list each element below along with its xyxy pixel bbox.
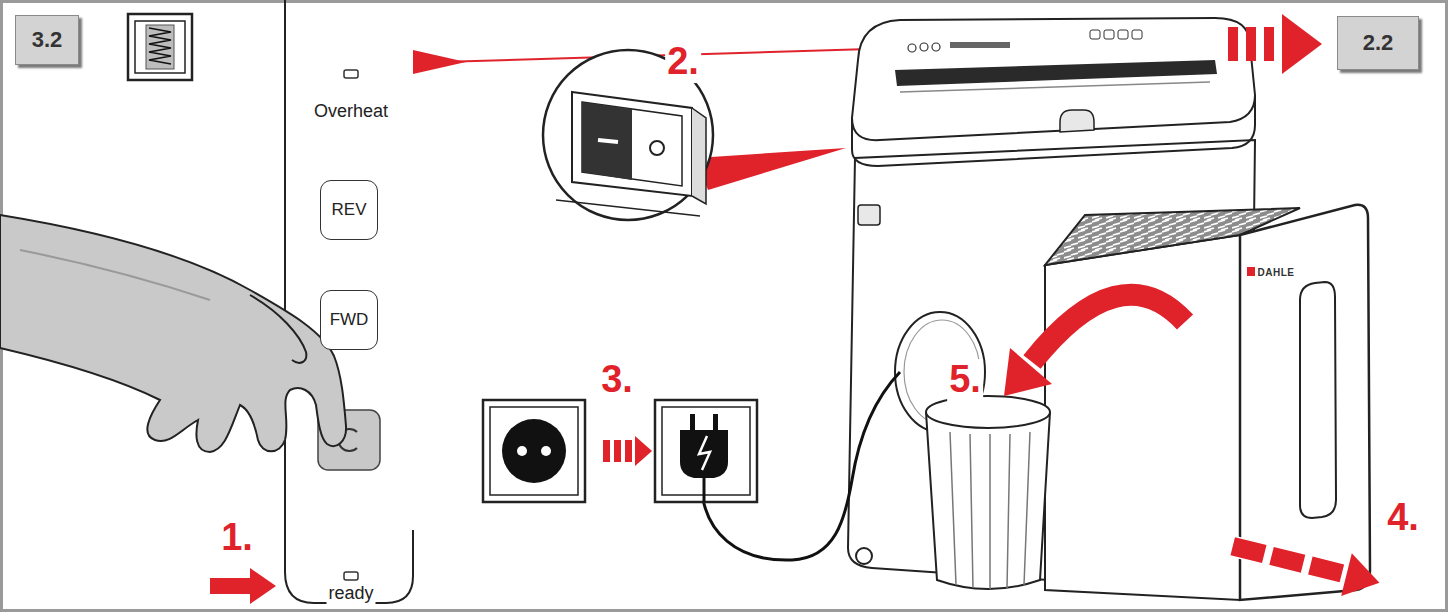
section-number: 2.2 [1337,16,1419,70]
shred-icon [128,14,192,80]
node-text: FWD [330,311,369,330]
callout-number: 4. [1385,497,1421,539]
forward-button: FWD [320,290,378,350]
plug-arrow [603,436,652,466]
section-number: 3.2 [15,15,79,65]
callout-number: 5. [947,359,983,401]
callout-number: 1. [219,517,255,559]
node-text: 3.2 [32,28,63,52]
node-text: REV [332,201,367,220]
plug-icon [655,400,757,502]
socket-icon [483,400,585,502]
waste-bin [1045,205,1370,600]
panel-outline [285,0,413,603]
callout-number: 2. [665,41,701,83]
empty-arrow [1004,295,1185,396]
pull-arrow [1227,525,1385,604]
ready-led [344,572,358,580]
hand [0,215,346,452]
indicator-label: Overheat [312,102,390,122]
next-arrow [1228,14,1322,74]
indicator-label: ready [326,584,375,604]
trash-can [926,396,1050,589]
reverse-button: REV [320,180,378,240]
step-arrow [210,568,276,604]
node-text: 2.2 [1363,31,1394,55]
callout-number: 3. [599,359,635,401]
brand-logo: DAHLE [1256,267,1297,278]
overheat-led [344,70,358,78]
